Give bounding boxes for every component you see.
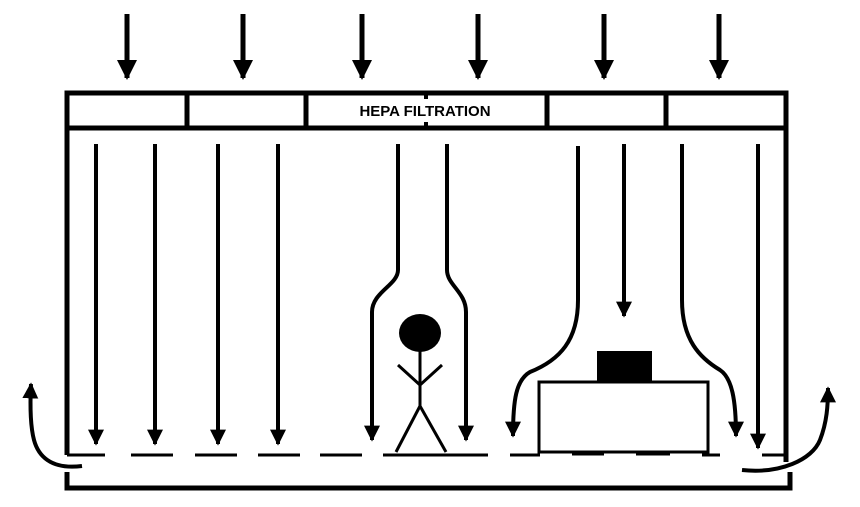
laminar-airflow-arrows [88, 144, 766, 450]
bench-body [537, 380, 710, 454]
return-arrow-left [22, 382, 83, 469]
return-air-arrows [22, 382, 836, 473]
airflow-arrow-curved [445, 144, 474, 442]
stick-figure-icon [394, 314, 448, 453]
airflow-arrow-curved [364, 144, 400, 442]
person-leg [394, 405, 422, 453]
airflow-around-bench [505, 144, 744, 438]
workbench-box-icon [537, 351, 710, 456]
return-arrow-right [741, 386, 836, 473]
person-head [399, 314, 441, 352]
room-walls [64, 126, 789, 462]
airflow-around-person [364, 144, 474, 442]
hepa-filter-bar: HEPA FILTRATION [64, 90, 789, 131]
black-block-icon [597, 351, 652, 383]
person-leg [418, 405, 448, 453]
airflow-arrow-curved [505, 146, 580, 438]
person-arm [418, 363, 444, 387]
airflow-arrow-curved [680, 144, 744, 438]
subfloor-base [64, 472, 793, 491]
person-arm [396, 363, 422, 387]
incoming-air-arrows [117, 14, 729, 80]
filter-label: HEPA FILTRATION [359, 103, 490, 120]
